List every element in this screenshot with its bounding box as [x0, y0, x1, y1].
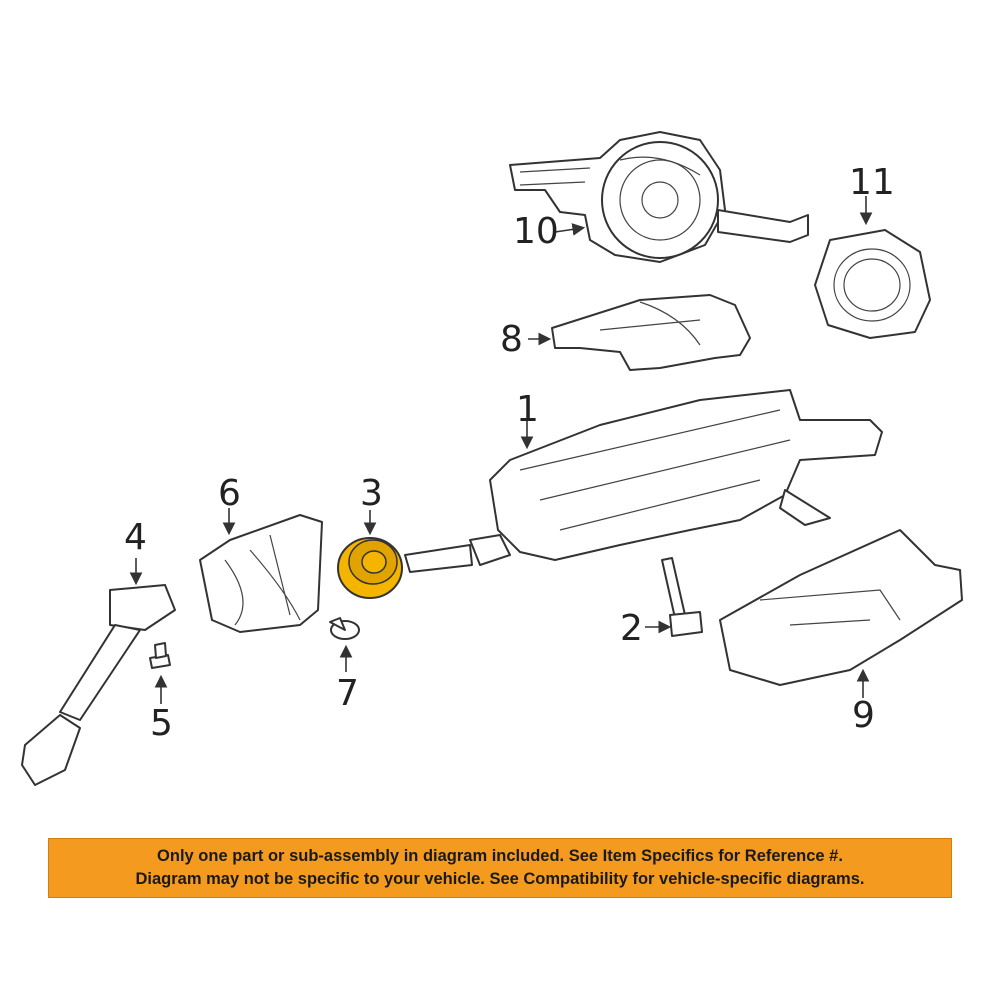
disclaimer-banner: Only one part or sub-assembly in diagram… — [48, 838, 952, 898]
callout-8: 8 — [500, 319, 523, 360]
part-10-clockspring-switch — [509, 131, 809, 263]
callout-9: 9 — [852, 695, 875, 736]
callout-2: 2 — [620, 608, 643, 649]
part-4-intermediate-shaft — [21, 584, 176, 786]
part-3-bushing-highlighted — [337, 537, 403, 599]
disclaimer-line-1: Only one part or sub-assembly in diagram… — [157, 847, 843, 865]
callout-5: 5 — [150, 703, 173, 744]
callout-11: 11 — [849, 162, 895, 203]
callout-6: 6 — [218, 473, 241, 514]
disclaimer-line-2: Diagram may not be specific to your vehi… — [135, 870, 865, 888]
callout-10: 10 — [513, 211, 559, 252]
part-8-upper-shroud — [551, 294, 751, 371]
part-2-bolt — [661, 557, 703, 637]
callout-7: 7 — [336, 673, 359, 714]
part-11-ring — [814, 229, 931, 339]
part-6-boot-cover — [199, 514, 323, 633]
callout-3: 3 — [360, 473, 383, 514]
callout-1: 1 — [516, 389, 539, 430]
part-5-screw — [149, 642, 171, 669]
part-7-bolt — [329, 617, 360, 640]
part-1-steering-column — [404, 389, 883, 573]
callout-4: 4 — [124, 517, 147, 558]
part-9-lower-shroud — [719, 529, 963, 686]
